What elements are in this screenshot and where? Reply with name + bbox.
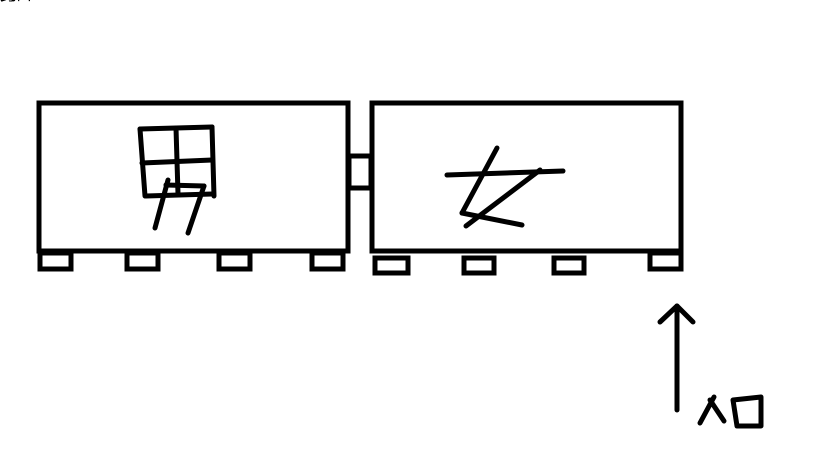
car-women-wheel: [372, 255, 411, 276]
car-women-wheel: [461, 255, 497, 276]
car-women-wheel: [551, 255, 587, 276]
entrance-arrow: [657, 303, 696, 413]
car-men-wheel: [124, 250, 161, 272]
car-men-wheel: [37, 250, 74, 272]
svg-text:入口: 入口: [0, 0, 32, 4]
car-women-body: [369, 100, 684, 254]
car-women: 女 女: [0, 0, 684, 276]
car-women-wheel: [647, 250, 684, 272]
svg-text:男: 男: [0, 0, 16, 4]
car-women-label: 女 女: [0, 0, 566, 229]
entrance-label: 入口 入口: [0, 0, 764, 429]
car-men-wheel: [216, 250, 253, 272]
car-men: 男 男: [0, 0, 351, 272]
car-coupling: [346, 153, 374, 191]
car-men-label: 男 男: [0, 0, 217, 236]
car-men-wheel: [309, 250, 346, 272]
svg-text:女: 女: [0, 0, 16, 4]
